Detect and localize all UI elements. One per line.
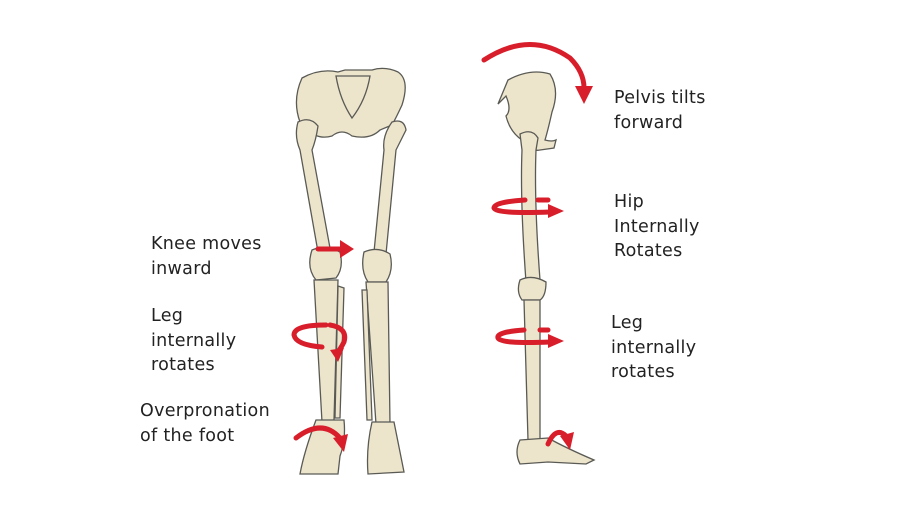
- front-view-skeleton: [295, 67, 407, 475]
- femur-side: [519, 131, 541, 283]
- left-femur: [295, 119, 331, 253]
- side-foot-arrow: [545, 429, 574, 450]
- knee-inward-arrow: [315, 240, 354, 258]
- label-front-leg-internally-rotates: Leg internally rotates: [151, 304, 236, 378]
- label-line: rotates: [611, 362, 675, 382]
- label-line: Knee moves: [151, 234, 262, 254]
- label-side-leg-internally-rotates: Leg internally rotates: [611, 311, 696, 385]
- label-knee-moves-inward: Knee moves inward: [151, 232, 262, 281]
- left-knee: [309, 246, 342, 281]
- foot-side: [516, 437, 596, 465]
- label-line: of the foot: [140, 425, 235, 446]
- label-line: Internally: [614, 216, 700, 237]
- label-line: inward: [151, 258, 212, 279]
- label-line: Leg: [151, 306, 184, 326]
- label-line: internally: [611, 337, 697, 358]
- side-leg-rotation-arrow: [495, 327, 564, 348]
- label-line: Hip: [614, 192, 645, 212]
- label-line: Overpronation: [140, 401, 270, 421]
- label-line: Leg: [611, 313, 644, 333]
- right-knee: [362, 248, 392, 283]
- label-hip-internally-rotates: Hip Internally Rotates: [614, 190, 700, 264]
- right-femur: [373, 120, 407, 255]
- sacrum: [335, 75, 371, 120]
- label-overpronation: Overpronation of the foot: [140, 399, 270, 448]
- label-line: forward: [614, 112, 684, 133]
- hip-rotation-arrow: [491, 197, 564, 218]
- foot-overpronation-arrow: [293, 425, 348, 452]
- front-leg-rotation-arrow: [291, 322, 348, 362]
- right-foot: [366, 421, 405, 475]
- label-pelvis-tilts-forward: Pelvis tilts forward: [614, 86, 706, 135]
- label-line: rotates: [151, 355, 215, 375]
- side-view-skeleton: [497, 71, 596, 465]
- label-line: internally: [151, 330, 237, 351]
- pelvis-side: [497, 71, 557, 151]
- knee-side: [517, 276, 547, 301]
- right-fibula: [361, 289, 373, 421]
- label-line: Pelvis tilts: [614, 88, 706, 108]
- label-line: Rotates: [614, 241, 683, 261]
- tibia-side: [523, 299, 541, 441]
- pelvis-tilt-arrow: [481, 42, 593, 104]
